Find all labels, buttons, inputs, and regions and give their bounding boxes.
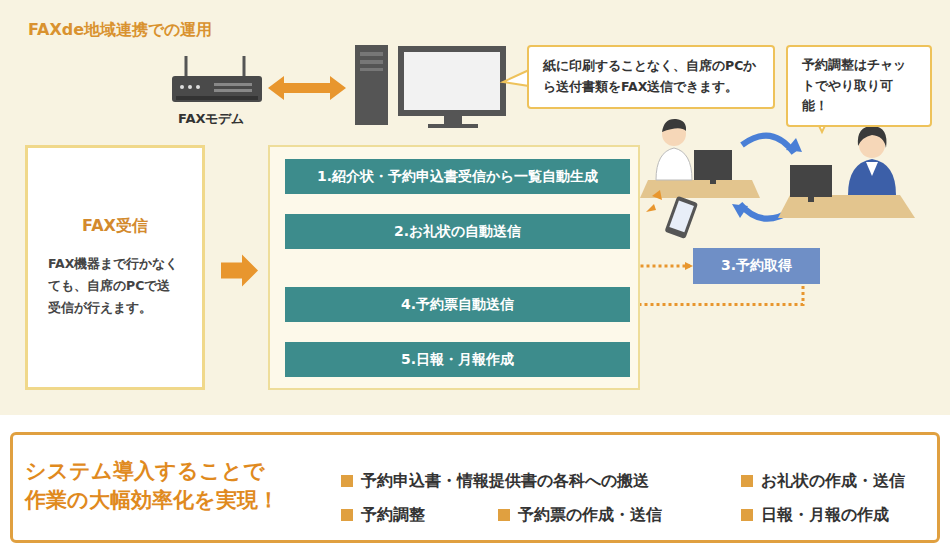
info-box: FAX受信 FAX機器まで行かなくても、自席のPCで送受信が行えます。 — [25, 145, 205, 390]
process-box: 1.紹介状・予約申込書受信から一覧自動生成 — [285, 159, 630, 194]
process-box: 5.日報・月報作成 — [285, 342, 630, 377]
node-text: 予約調整はチャットでやり取り可能！ — [802, 55, 916, 117]
process-box: 4.予約票自動送信 — [285, 287, 630, 322]
node-text: 1.紹介状・予約申込書受信から一覧自動生成 — [317, 168, 598, 186]
node-text: 予約調整 — [341, 505, 425, 526]
process-group: 1.紹介状・予約申込書受信から一覧自動生成 2.お礼状の自動送信 4.予約票自動送信… — [268, 145, 640, 390]
flow-connector — [221, 255, 258, 287]
node-text: 紙に印刷することなく、自席のPCから送付書類をFAX送信できます。 — [543, 56, 759, 97]
flow-connector — [633, 286, 803, 305]
node-text: 3.予約取得 — [721, 257, 792, 275]
node-text: 5.日報・月報作成 — [401, 351, 514, 369]
process-box: 3.予約取得 — [693, 248, 820, 284]
callout-bubble: 紙に印刷することなく、自席のPCから送付書類をFAX送信できます。 — [527, 45, 775, 109]
part-label: FAXモデム — [178, 110, 244, 128]
node-text: 予約申込書・情報提供書の各科への搬送 — [341, 471, 649, 492]
callout-bubble: 予約調整はチャットでやり取り可能！ — [786, 45, 932, 127]
node-text: システム導入することで 作業の大幅効率化を実現！ — [25, 457, 325, 516]
node-text: お礼状の作成・送信 — [741, 471, 905, 492]
node-text: 予約票の作成・送信 — [498, 505, 662, 526]
node-text: FAX受信 — [82, 216, 148, 237]
process-box: 2.お礼状の自動送信 — [285, 214, 630, 249]
node-text: FAX機器まで行かなくても、自席のPCで送受信が行えます。 — [48, 253, 182, 319]
summary-box: システム導入することで 作業の大幅効率化を実現！ 予約申込書・情報提供書の各科への… — [10, 432, 940, 543]
diagram-title: FAXde地域連携での運用 — [28, 20, 212, 41]
node-text: 2.お礼状の自動送信 — [394, 223, 521, 241]
node-text: 4.予約票自動送信 — [401, 296, 514, 314]
node-text: 日報・月報の作成 — [741, 505, 889, 526]
